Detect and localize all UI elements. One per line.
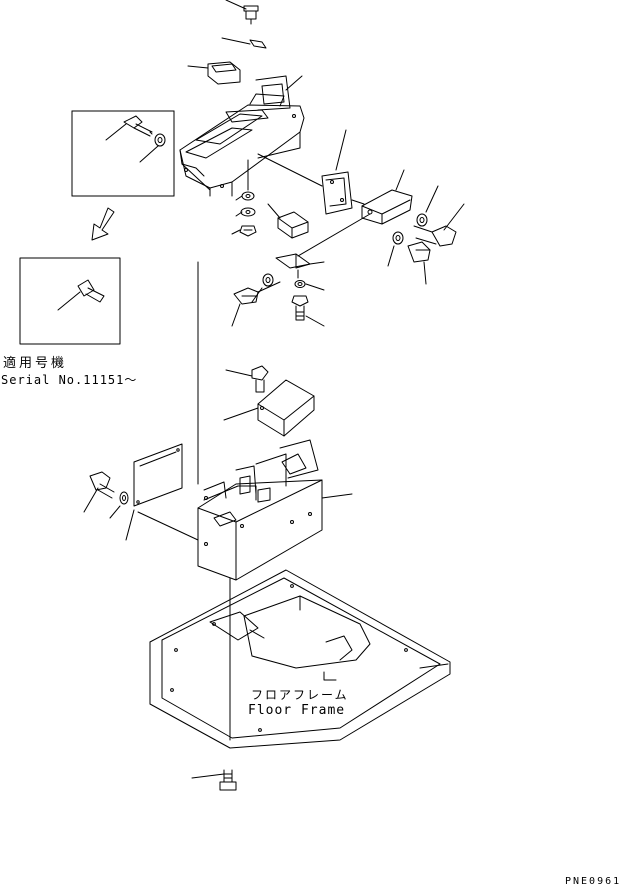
drawing-number: PNE0961 xyxy=(565,876,622,887)
mounting-bracket xyxy=(257,129,413,257)
floor-frame-label-jp: フロアフレーム xyxy=(251,688,349,702)
switch-part xyxy=(187,61,241,85)
lower-cover-bolt xyxy=(225,365,269,393)
washer-stack xyxy=(231,159,257,237)
floor-frame-label-en: Floor Frame xyxy=(248,703,346,718)
rubber-pad xyxy=(267,203,309,239)
floor-frame xyxy=(149,569,451,749)
arrow-down-icon xyxy=(91,207,115,241)
right-fasteners xyxy=(387,185,465,285)
bottom-bolt xyxy=(191,769,237,791)
serial-number-range: Serial No.11151～ xyxy=(1,373,138,387)
center-fasteners xyxy=(231,253,325,327)
detail-box-current xyxy=(71,110,175,197)
lower-console-box xyxy=(197,439,353,581)
side-panel xyxy=(83,443,199,541)
assembly-tie-line xyxy=(197,261,231,741)
clip-part xyxy=(221,37,267,49)
lower-cover-plate xyxy=(223,379,315,437)
applicable-serial-heading: 適用号機 xyxy=(3,356,68,371)
detail-box-new xyxy=(19,257,121,345)
upper-console-cover xyxy=(179,75,305,197)
top-screw xyxy=(225,0,259,25)
